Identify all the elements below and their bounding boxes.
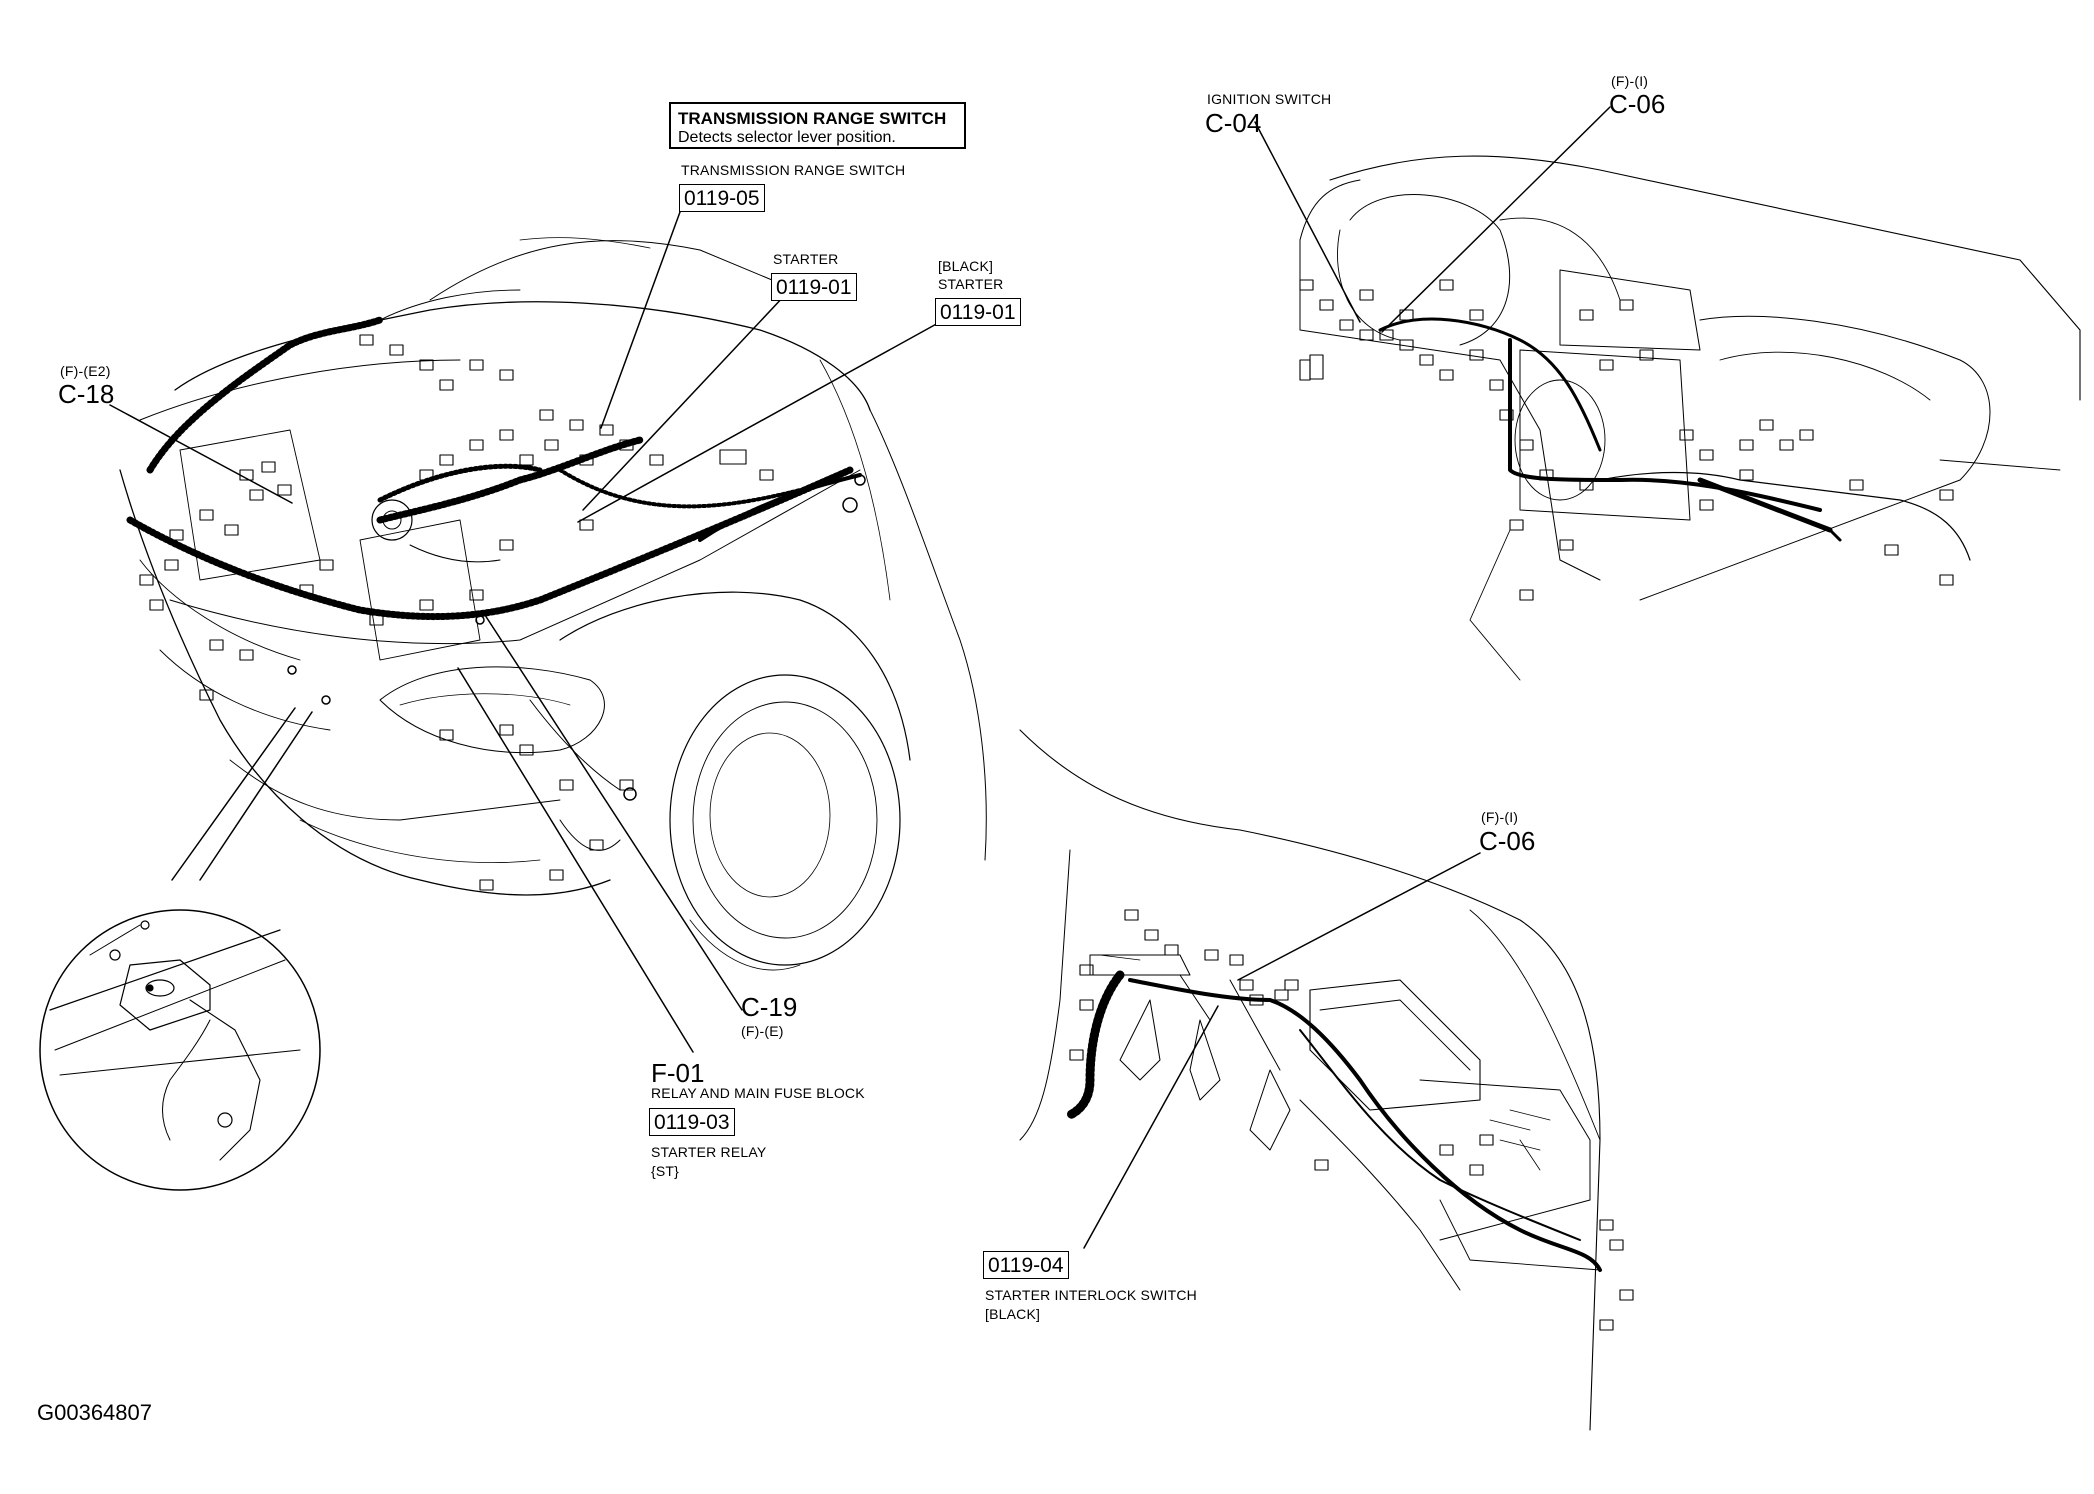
interlock-switch-note: [BLACK] (985, 1306, 1041, 1322)
c18-connector-id: C-18 (58, 379, 115, 409)
ground-point-inset (39, 707, 321, 1191)
starter-black-caption: STARTER (938, 276, 1004, 292)
interlock-switch-code-box: 0119-04 (983, 1251, 1069, 1279)
callout-description: Detects selector lever position. (678, 128, 896, 146)
dashboard-illustration (1299, 155, 2081, 681)
transmission-range-switch-callout: TRANSMISSION RANGE SWITCH Detects select… (669, 102, 966, 149)
engine-bay-illustration (119, 237, 987, 971)
starter-black-note: [BLACK] (938, 258, 994, 274)
starter-caption: STARTER (773, 251, 839, 267)
pedal-c06-connector-id: C-06 (1479, 826, 1536, 856)
figure-id: G00364807 (37, 1400, 152, 1425)
pedal-c06-code: (F)-(I) (1481, 809, 1519, 825)
interlock-switch-caption: STARTER INTERLOCK SWITCH (985, 1287, 1197, 1303)
leader-lines (109, 106, 1611, 1249)
f01-caption: RELAY AND MAIN FUSE BLOCK (651, 1085, 865, 1101)
c19-connector-id: C-19 (741, 992, 798, 1022)
starter-relay-caption: STARTER RELAY (651, 1144, 767, 1160)
c19-code: (F)-(E) (741, 1023, 784, 1039)
dash-c06-code: (F)-(I) (1611, 73, 1649, 89)
ignition-switch-connector-id: C-04 (1205, 108, 1262, 138)
pedal-area-illustration (1019, 729, 1634, 1431)
starter-relay-code-box: 0119-03 (649, 1108, 735, 1136)
trs-code-box: 0119-05 (679, 184, 765, 212)
ignition-switch-caption: IGNITION SWITCH (1207, 91, 1332, 107)
starter-black-code-box: 0119-01 (935, 298, 1021, 326)
c18-code: (F)-(E2) (60, 363, 111, 379)
starter-code-box: 0119-01 (771, 273, 857, 301)
starter-relay-note: {ST} (651, 1163, 680, 1179)
trs-caption: TRANSMISSION RANGE SWITCH (681, 162, 906, 178)
callout-title: TRANSMISSION RANGE SWITCH (678, 109, 947, 128)
dash-c06-connector-id: C-06 (1609, 89, 1666, 119)
f01-id: F-01 (651, 1058, 705, 1088)
